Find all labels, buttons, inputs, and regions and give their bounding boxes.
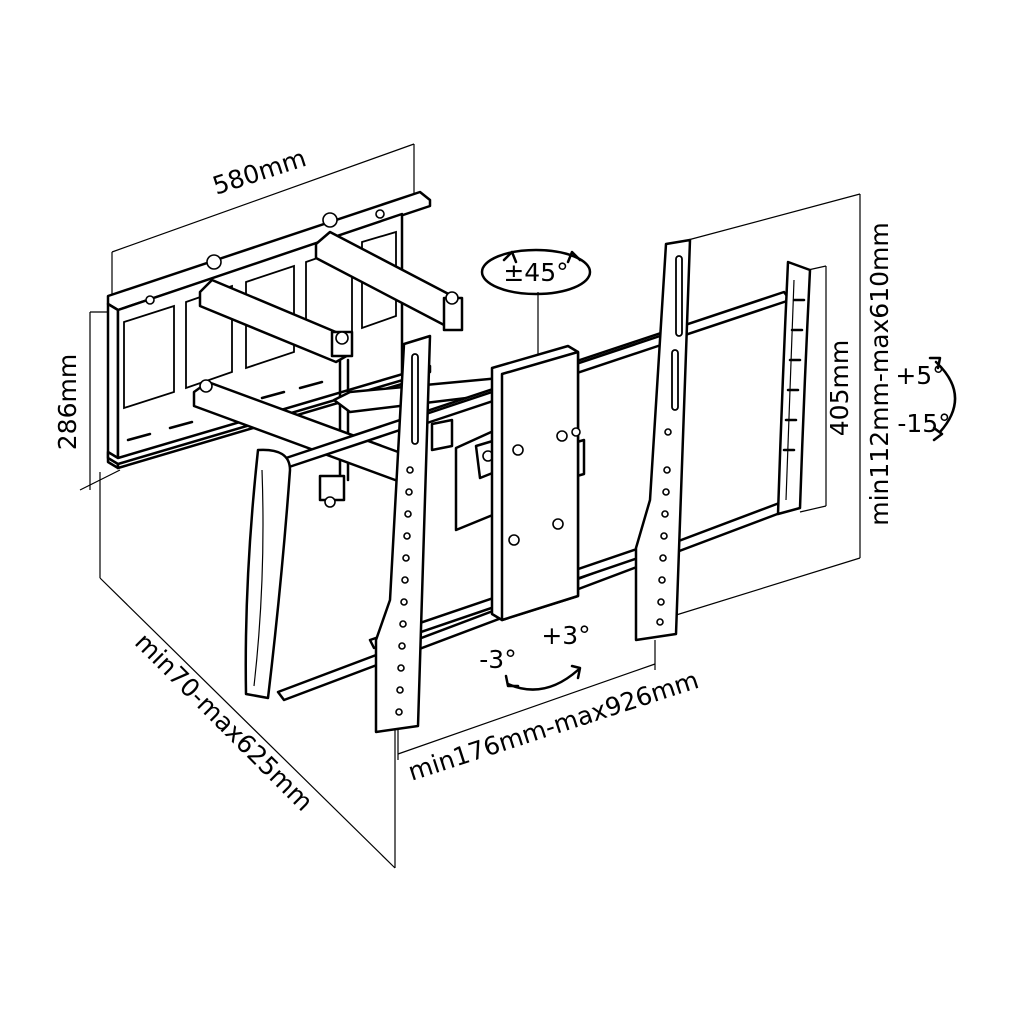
swivel-arrow-right-icon xyxy=(566,250,582,264)
dimension-lines xyxy=(79,143,861,869)
label-depth: min70-max625mm xyxy=(129,627,318,816)
label-vertical-vesa: min112mm-max610mm xyxy=(865,222,894,525)
label-horizontal-vesa: min176mm-max926mm xyxy=(405,665,703,786)
label-rotate-right: +3° xyxy=(541,621,590,650)
label-tilt-down: -15° xyxy=(897,409,950,438)
right-vertical-bracket xyxy=(634,238,692,642)
tilt-arc-icon xyxy=(934,360,957,434)
centre-adapter-plate xyxy=(490,344,581,622)
label-rotate-left: -3° xyxy=(479,645,516,674)
rotation-arrows xyxy=(480,248,957,691)
label-286mm: 286mm xyxy=(53,354,82,450)
left-handle xyxy=(244,448,292,700)
left-vertical-bracket xyxy=(374,334,432,734)
right-handle xyxy=(776,260,812,516)
label-405mm: 405mm xyxy=(825,340,854,436)
label-580mm: 580mm xyxy=(209,143,310,200)
label-swivel: ±45° xyxy=(503,258,568,287)
swivel-arrow-left-icon xyxy=(502,250,518,264)
swivel-ellipse xyxy=(480,248,592,296)
label-tilt-up: +5° xyxy=(895,361,944,390)
